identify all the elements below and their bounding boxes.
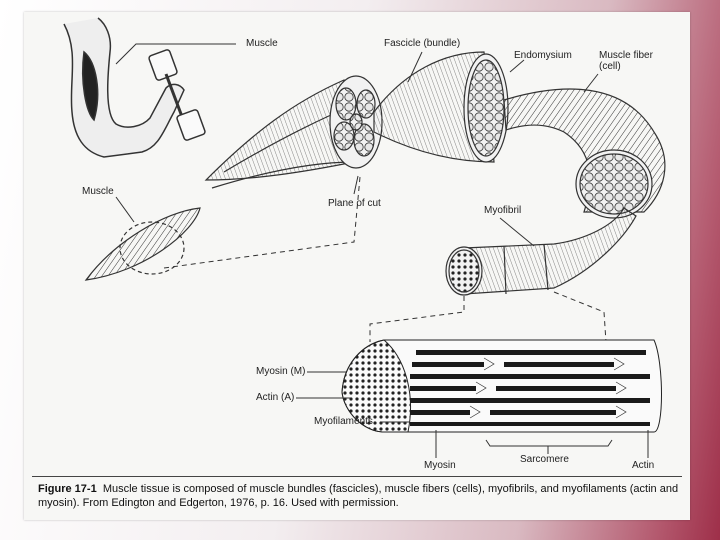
label-myofibril: Myofibril bbox=[484, 205, 522, 216]
label-muscle-left: Muscle bbox=[82, 186, 114, 197]
label-fascicle: Fascicle (bundle) bbox=[384, 38, 461, 49]
label-myosin-m: Myosin (M) bbox=[256, 366, 306, 377]
leader-myofibril bbox=[499, 217, 535, 247]
figure-caption: Figure 17-1 Muscle tissue is composed of… bbox=[38, 482, 683, 510]
leader-muscle-top bbox=[115, 43, 236, 65]
label-myosin-bottom: Myosin bbox=[424, 460, 456, 471]
myofibril-drawing bbox=[445, 207, 637, 296]
fascicle-bundle-drawing bbox=[204, 51, 666, 219]
top-leaders bbox=[353, 51, 599, 195]
caption-divider bbox=[32, 476, 682, 477]
myofilaments-drawing bbox=[341, 339, 662, 433]
figure-number: Figure 17-1 bbox=[38, 483, 97, 495]
muscle-structure-illustration bbox=[63, 17, 666, 458]
arm-with-dumbbell bbox=[63, 17, 206, 158]
label-muscle-fiber-line2: (cell) bbox=[599, 61, 621, 72]
label-endomysium: Endomysium bbox=[514, 50, 572, 61]
label-muscle-top: Muscle bbox=[246, 38, 278, 49]
filament-leaders bbox=[296, 371, 649, 458]
figure-card: Muscle Fascicle (bundle) Endomysium Musc… bbox=[24, 12, 690, 520]
label-actin-a: Actin (A) bbox=[256, 392, 295, 403]
label-sarcomere: Sarcomere bbox=[520, 454, 569, 465]
myofibril-to-filaments-lines bbox=[369, 291, 607, 343]
caption-text: Muscle tissue is composed of muscle bund… bbox=[38, 483, 679, 509]
small-muscle-drawing bbox=[84, 207, 201, 281]
label-plane-of-cut: Plane of cut bbox=[328, 198, 381, 209]
label-muscle-fiber-line1: Muscle fiber bbox=[599, 50, 653, 61]
plane-of-cut-lines bbox=[163, 176, 361, 269]
label-myofilaments: Myofilaments bbox=[314, 416, 373, 427]
label-actin-bottom: Actin bbox=[632, 460, 655, 471]
leader-muscle-left bbox=[115, 196, 135, 223]
